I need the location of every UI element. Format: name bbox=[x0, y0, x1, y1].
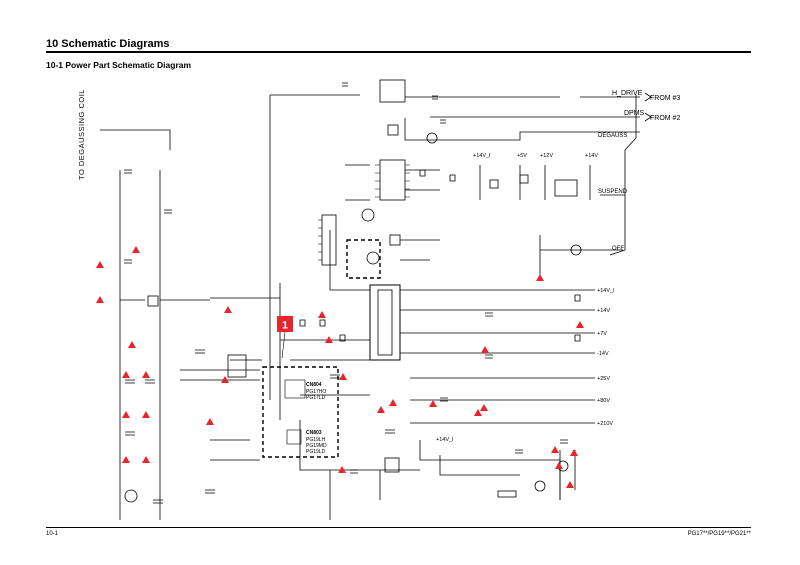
caution-triangle-icon bbox=[536, 274, 544, 281]
caution-triangle-icon bbox=[122, 456, 130, 463]
caution-triangle-icon bbox=[142, 456, 150, 463]
cn803-line-3: PG19LD bbox=[306, 449, 326, 455]
caution-triangle-icon bbox=[96, 296, 104, 303]
callout-marker-label: 1 bbox=[282, 320, 288, 332]
caution-triangle-icon bbox=[338, 466, 346, 473]
signal-from-3: FROM #3 bbox=[650, 95, 680, 102]
caution-triangle-icon bbox=[570, 449, 578, 456]
caution-triangle-icon bbox=[566, 481, 574, 488]
footer-rule bbox=[46, 527, 751, 528]
caution-triangle-icon bbox=[474, 409, 482, 416]
caution-triangle-icon bbox=[576, 321, 584, 328]
cn803-label: CN803 bbox=[306, 430, 322, 436]
signal-h-drive: H_DRIVE bbox=[612, 90, 643, 97]
connector-pins bbox=[318, 164, 410, 261]
caution-triangle-icon bbox=[318, 311, 326, 318]
output-14v-i: +14V_I bbox=[597, 288, 615, 294]
caution-triangle-icon bbox=[221, 376, 229, 383]
caution-triangle-icon bbox=[339, 373, 347, 380]
signal-suspend: SUSPEND bbox=[598, 189, 628, 195]
caution-triangle-icon bbox=[122, 371, 130, 378]
section-title: 10 Schematic Diagrams bbox=[46, 38, 170, 50]
caution-triangle-icon bbox=[142, 371, 150, 378]
bottom-supply-14v-i: +14V_I bbox=[436, 437, 454, 443]
cn804-line-2: PG17LD bbox=[306, 395, 326, 401]
supply-5v: +5V bbox=[517, 153, 527, 159]
caution-triangle-icon bbox=[128, 341, 136, 348]
connector-arrows bbox=[644, 92, 652, 122]
title-rule-thick bbox=[46, 51, 751, 53]
schematic-wiring bbox=[100, 94, 640, 520]
caution-triangle-icon bbox=[555, 462, 563, 469]
caution-triangles bbox=[96, 246, 584, 488]
signal-from-2: FROM #2 bbox=[650, 115, 680, 122]
option-block-cn803: CN803 PG19LH PG19MD PG19LD bbox=[286, 429, 327, 455]
caution-triangle-icon bbox=[96, 261, 104, 268]
caution-triangle-icon bbox=[132, 246, 140, 253]
subsection-title: 10-1 Power Part Schematic Diagram bbox=[46, 60, 192, 70]
page-number: 10-1 bbox=[46, 531, 59, 537]
signal-labels: H_DRIVE FROM #3 DPMS FROM #2 DEGAUSS SUS… bbox=[598, 90, 680, 252]
signal-degauss: DEGAUSS bbox=[598, 133, 627, 139]
cn803-line-2: PG19MD bbox=[306, 443, 327, 449]
caution-triangle-icon bbox=[551, 446, 559, 453]
caution-triangle-icon bbox=[429, 400, 437, 407]
option-blocks bbox=[262, 239, 381, 458]
supply-12v: +12V bbox=[540, 153, 553, 159]
output-210v: +210V bbox=[597, 421, 613, 427]
supply-labels: +14V_I +5V +12V +14V +14V_I bbox=[436, 153, 598, 443]
supply-14v: +14V bbox=[585, 153, 598, 159]
cn803-line-1: PG19LH bbox=[306, 437, 326, 443]
caution-triangle-icon bbox=[389, 399, 397, 406]
model-numbers: PG17**/PG19**/PG21** bbox=[687, 531, 751, 537]
caution-triangle-icon bbox=[142, 411, 150, 418]
callout-leader bbox=[281, 331, 286, 359]
caution-triangle-icon bbox=[325, 336, 333, 343]
schematic-components bbox=[124, 79, 582, 504]
caution-triangle-icon bbox=[206, 418, 214, 425]
supply-14v-i: +14V_I bbox=[473, 153, 491, 159]
output-25v: +25V bbox=[597, 376, 610, 382]
output-14v: +14V bbox=[597, 308, 610, 314]
signal-dpms: DPMS bbox=[624, 110, 645, 117]
output-minus-14v: -14V bbox=[597, 351, 609, 357]
signal-off: OFF bbox=[612, 246, 624, 252]
caution-triangle-icon bbox=[122, 411, 130, 418]
callout-marker-1: 1 bbox=[277, 316, 293, 332]
option-block-cn804: CN804 PG17HO PG17LD bbox=[284, 379, 326, 401]
degaussing-coil-label: TO DEGAUSSING COIL bbox=[77, 89, 86, 180]
caution-triangle-icon bbox=[377, 406, 385, 413]
output-80v: +80V bbox=[597, 398, 610, 404]
caution-triangle-icon bbox=[224, 306, 232, 313]
cn804-label: CN804 bbox=[306, 382, 322, 388]
cn804-line-1: PG17HO bbox=[306, 389, 326, 395]
caution-triangle-icon bbox=[480, 404, 488, 411]
output-rails: +14V_I +14V +7V -14V +25V +80V +210V bbox=[597, 288, 615, 427]
output-7v: +7V bbox=[597, 331, 607, 337]
caution-triangle-icon bbox=[481, 346, 489, 353]
